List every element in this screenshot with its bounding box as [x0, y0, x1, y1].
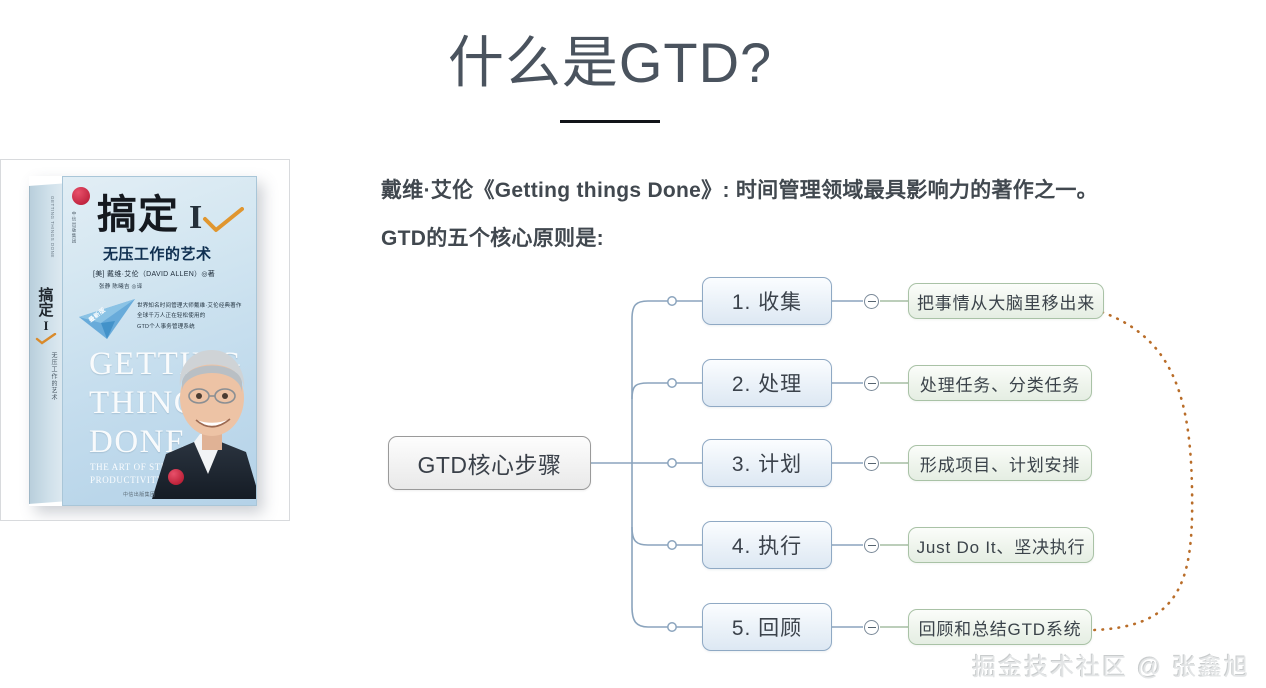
mindmap-root-node[interactable]: GTD核心步骤	[388, 436, 591, 490]
mindmap-step-node-3[interactable]: 3. 计划	[702, 439, 832, 487]
intro-line-1: 戴维·艾伦《Getting things Done》: 时间管理领域最具影响力的…	[381, 179, 1098, 202]
paper-plane-icon	[79, 299, 135, 339]
spine-numeral: I	[43, 318, 49, 333]
title-underline	[560, 120, 660, 123]
mindmap-leaf-node-2[interactable]: 处理任务、分类任务	[908, 365, 1092, 401]
spine-top-text: GETTING THINGS DONE	[50, 196, 55, 258]
cover-blurb-line-2: 全球千万人正在轻松使用的	[137, 313, 206, 320]
cover-english-subtitle: THE ART OF STRESS-FREE PRODUCTIVITY	[90, 461, 213, 487]
collapse-toggle-3[interactable]	[864, 456, 879, 471]
spine-subtitle: 无压工作的艺术	[50, 352, 56, 401]
cover-check-icon	[203, 207, 244, 232]
mindmap-step-node-1[interactable]: 1. 收集	[702, 277, 832, 325]
publisher-seal-icon	[168, 469, 184, 485]
collapse-toggle-5[interactable]	[864, 620, 879, 635]
mindmap-leaf-node-5[interactable]: 回顾和总结GTD系统	[908, 609, 1092, 645]
mindmap-leaf-node-4[interactable]: Just Do It、坚决执行	[908, 527, 1094, 563]
intro-line-2: GTD的五个核心原则是:	[381, 227, 604, 250]
cover-blurb: 世界知名时间管理大师戴维·艾伦经典著作 全球千万人正在轻松使用的 GTD个人事务…	[137, 301, 242, 332]
collapse-toggle-4[interactable]	[864, 538, 879, 553]
cover-blurb-line-1: 世界知名时间管理大师戴维·艾伦经典著作	[137, 303, 242, 309]
mindmap-leaf-node-1[interactable]: 把事情从大脑里移出来	[908, 283, 1104, 319]
english-sub-line-2: PRODUCTIVITY	[90, 475, 164, 486]
cover-title: 搞定	[97, 193, 179, 237]
book-cover-image: GETTING THINGS DONE 搞定 I 无压工作的艺术 中信出版集团 …	[0, 159, 290, 521]
author-portrait	[152, 350, 256, 499]
spine-title-text: 搞定	[38, 287, 54, 319]
publisher-badge-icon	[72, 187, 90, 205]
gtd-mindmap: GTD核心步骤 1. 收集 2. 处理 3. 计划 4. 执行 5. 回顾 把事…	[380, 258, 1266, 668]
cover-subtitle: 无压工作的艺术	[103, 246, 212, 263]
book-front-face: 中信出版集团 搞定 I 无压工作的艺术 [美] 戴维·艾伦（DAVID ALLE…	[62, 176, 257, 506]
mindmap-step-node-5[interactable]: 5. 回顾	[702, 603, 832, 651]
page-title: 什么是GTD?	[447, 31, 773, 94]
collapse-toggle-1[interactable]	[864, 294, 879, 309]
spine-check-icon	[35, 332, 57, 345]
cover-title-numeral: I	[189, 199, 203, 236]
cover-author: [美] 戴维·艾伦（DAVID ALLEN）◎著	[93, 271, 216, 278]
mindmap-step-node-4[interactable]: 4. 执行	[702, 521, 832, 569]
mindmap-step-node-2[interactable]: 2. 处理	[702, 359, 832, 407]
mindmap-connectors	[591, 295, 1194, 637]
english-sub-line-1: THE ART OF STRESS-FREE	[90, 462, 213, 472]
book-3d: GETTING THINGS DONE 搞定 I 无压工作的艺术 中信出版集团 …	[29, 176, 257, 506]
cover-blurb-line-3: GTD个人事务管理系统	[137, 323, 195, 330]
spine-title: 搞定 I	[32, 288, 60, 348]
publisher-text: 中信出版集团	[123, 492, 156, 498]
face-vertical-text: 中信出版集团	[72, 211, 77, 244]
mindmap-leaf-node-3[interactable]: 形成项目、计划安排	[908, 445, 1092, 481]
cover-translator: 张静 陈曦吉 ◎译	[99, 284, 143, 290]
watermark: 掘金技术社区 @ 张鑫旭	[972, 654, 1250, 681]
collapse-toggle-2[interactable]	[864, 376, 879, 391]
